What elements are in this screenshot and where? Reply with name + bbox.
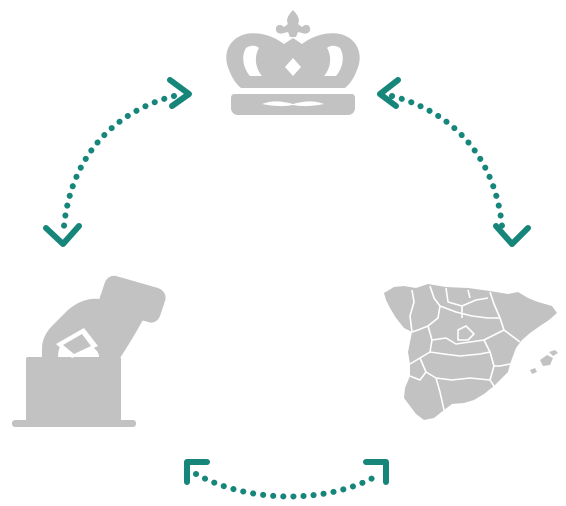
arrowhead-bottom-right — [363, 459, 389, 485]
arrowhead-crown-right — [377, 77, 401, 109]
connector-voting-spain — [193, 471, 383, 500]
crown-icon — [226, 10, 360, 115]
arrowhead-voting-top — [43, 223, 82, 247]
connector-crown-voting — [61, 93, 177, 229]
arrowhead-spain-top — [493, 223, 531, 247]
connector-crown-spain — [389, 93, 505, 229]
arrowhead-bottom-left — [184, 459, 210, 485]
arrowhead-crown-left — [167, 77, 192, 109]
ballot-box-icon — [12, 275, 166, 427]
spain-map-icon — [384, 284, 558, 420]
region-borders — [409, 285, 521, 411]
